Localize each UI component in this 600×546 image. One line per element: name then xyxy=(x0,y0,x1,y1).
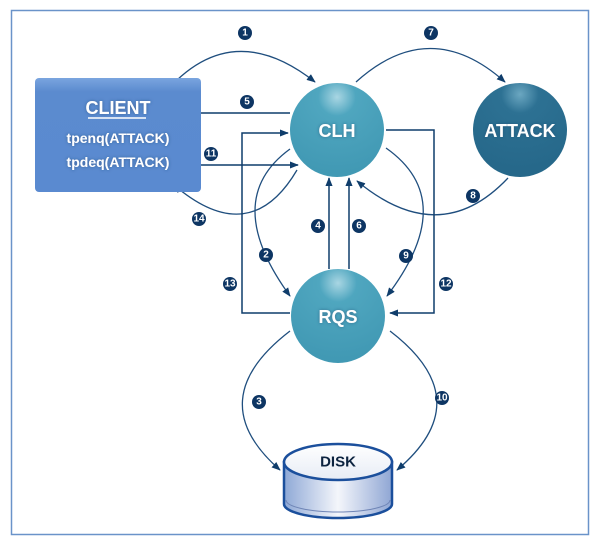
edge-10 xyxy=(389,330,438,471)
step-badge-circle xyxy=(252,395,266,409)
step-badge-number: 1 xyxy=(242,28,248,39)
step-badge-number: 8 xyxy=(470,191,476,202)
clh-label: CLH xyxy=(319,121,356,141)
client-title: CLIENT xyxy=(86,98,151,118)
edge-8 xyxy=(356,177,509,216)
step-badge-circle xyxy=(204,147,218,161)
step-badge-number: 3 xyxy=(256,397,262,408)
step-badge-number: 13 xyxy=(224,279,236,290)
step-badge-7: 7 xyxy=(424,26,438,40)
edge-7 xyxy=(355,47,506,83)
rqs-node: RQS xyxy=(291,269,385,363)
step-badge-11: 11 xyxy=(204,147,218,161)
step-badge-circle xyxy=(238,26,252,40)
disk-top xyxy=(282,442,394,482)
attack-label: ATTACK xyxy=(484,121,555,141)
disk-node: DISK xyxy=(282,442,394,520)
edge-3 xyxy=(241,330,291,471)
step-badge-circle xyxy=(192,212,206,226)
step-badge-circle xyxy=(439,277,453,291)
step-badge-14: 14 xyxy=(192,212,206,226)
step-badge-circle xyxy=(311,219,325,233)
edge-2 xyxy=(254,148,291,297)
edge-9 xyxy=(385,147,424,297)
step-badge-2: 2 xyxy=(259,248,273,262)
step-badge-number: 10 xyxy=(436,393,448,404)
step-badge-13: 13 xyxy=(223,277,237,291)
step-badge-1: 1 xyxy=(238,26,252,40)
rqs-label: RQS xyxy=(318,307,357,327)
edge-13 xyxy=(241,129,290,314)
diagram-frame xyxy=(10,9,590,536)
step-badge-number: 7 xyxy=(428,28,434,39)
step-badge-4: 4 xyxy=(311,219,325,233)
client-call-dequeue: tpdeq(ATTACK) xyxy=(67,154,170,170)
disk-label: DISK xyxy=(320,454,356,471)
disk-bottom-rim xyxy=(285,499,391,513)
step-badge-number: 5 xyxy=(244,97,250,108)
step-badge-number: 6 xyxy=(356,221,362,232)
step-badge-circle xyxy=(466,189,480,203)
step-badge-number: 2 xyxy=(263,250,269,261)
step-badge-circle xyxy=(223,277,237,291)
step-badge-number: 9 xyxy=(403,251,409,262)
step-badge-circle xyxy=(240,95,254,109)
step-badge-8: 8 xyxy=(466,189,480,203)
step-badge-12: 12 xyxy=(439,277,453,291)
clh-circle xyxy=(290,83,384,177)
attack-node: ATTACK xyxy=(473,83,567,177)
client-box xyxy=(35,78,201,192)
step-badge-9: 9 xyxy=(399,249,413,263)
step-badge-circle xyxy=(259,248,273,262)
client-call-enqueue: tpenq(ATTACK) xyxy=(67,130,170,146)
step-badge-number: 11 xyxy=(206,149,217,160)
attack-circle xyxy=(473,83,567,177)
step-badge-6: 6 xyxy=(352,219,366,233)
step-badge-circle xyxy=(399,249,413,263)
rqs-circle xyxy=(291,269,385,363)
clh-node: CLH xyxy=(290,83,384,177)
step-badge-circle xyxy=(352,219,366,233)
step-badge-number: 12 xyxy=(440,279,452,290)
step-badge-10: 10 xyxy=(435,391,449,405)
step-badge-circle xyxy=(424,26,438,40)
edge-12 xyxy=(386,129,435,317)
step-badge-5: 5 xyxy=(240,95,254,109)
step-badge-number: 4 xyxy=(315,221,321,232)
client-node: CLIENT tpenq(ATTACK) tpdeq(ATTACK) xyxy=(35,78,201,192)
step-badge-number: 14 xyxy=(193,214,205,225)
step-badge-circle xyxy=(435,391,449,405)
step-badge-3: 3 xyxy=(252,395,266,409)
